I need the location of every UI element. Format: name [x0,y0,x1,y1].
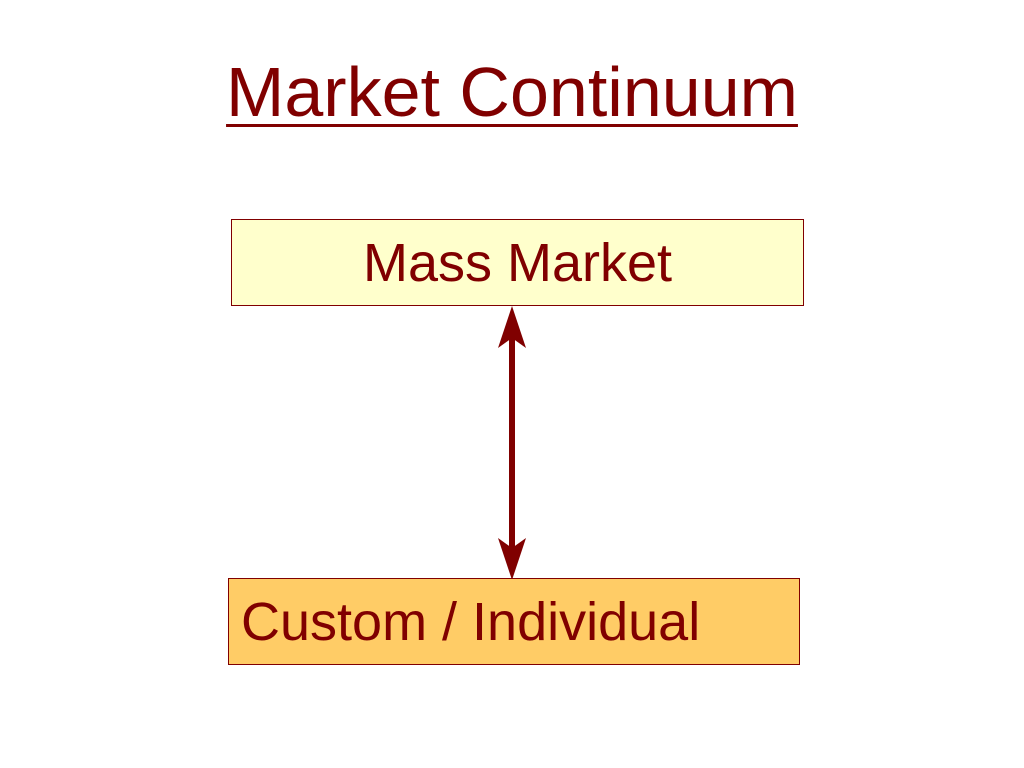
double-arrow-icon [498,306,526,580]
mass-market-box: Mass Market [231,219,804,306]
custom-individual-box: Custom / Individual [228,578,800,665]
slide-title: Market Continuum [226,53,798,131]
mass-market-label: Mass Market [362,232,673,293]
custom-individual-label: Custom / Individual [241,591,701,652]
